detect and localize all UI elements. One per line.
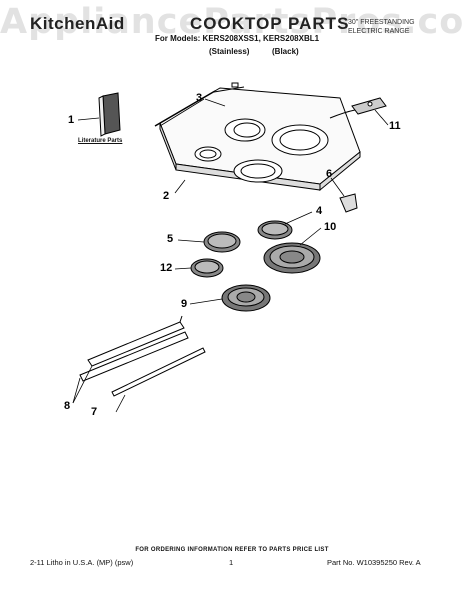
- watermark: AppliancePartsPros.com: [0, 2, 464, 42]
- cooktop-panel: [154, 87, 361, 192]
- part-number: Part No. W10395250 Rev. A: [327, 558, 421, 567]
- callout-11: 11: [389, 120, 401, 132]
- literature-booklet: [98, 92, 121, 137]
- literature-parts-label: Literature Parts: [78, 138, 123, 144]
- surface-element-4: [257, 220, 293, 240]
- bracket-part-6: [339, 193, 358, 213]
- ordering-note: FOR ORDERING INFORMATION REFER TO PARTS …: [135, 547, 329, 553]
- callout-1: 1: [68, 114, 75, 126]
- rod-part-7: [111, 347, 206, 397]
- surface-element-9: [221, 284, 271, 312]
- callout-7: 7: [91, 406, 98, 418]
- callout-3: 3: [196, 92, 203, 104]
- callout-5: 5: [167, 233, 174, 245]
- callout-10: 10: [324, 221, 337, 233]
- product-line-2: ELECTRIC RANGE: [348, 28, 410, 35]
- support-rails: [79, 315, 189, 382]
- leader-lines: [72, 98, 389, 413]
- product-type: 30" FREESTANDING ELECTRIC RANGE: [348, 18, 438, 36]
- trim-strip: [213, 82, 245, 93]
- page-title: COOKTOP PARTS: [190, 14, 350, 33]
- finish-stainless: (Stainless): [209, 47, 250, 56]
- litho-info: 2-11 Litho in U.S.A. (MP) (psw): [30, 558, 134, 567]
- page-number: 1: [229, 558, 234, 567]
- callout-8: 8: [64, 400, 71, 412]
- model-numbers: For Models: KERS208XSS1, KERS208XBL1: [155, 34, 320, 43]
- brand-logo: KitchenAid: [30, 14, 125, 33]
- surface-element-5: [203, 231, 241, 253]
- surface-element-12: [190, 258, 224, 278]
- callout-9: 9: [181, 298, 188, 310]
- callout-4: 4: [316, 205, 323, 217]
- product-line-1: 30" FREESTANDING: [348, 19, 415, 26]
- callout-2: 2: [163, 190, 170, 202]
- terminal-block: [329, 97, 387, 119]
- surface-element-10: [263, 242, 321, 274]
- callout-6: 6: [326, 168, 333, 180]
- callout-12: 12: [160, 262, 173, 274]
- finish-black: (Black): [272, 47, 299, 56]
